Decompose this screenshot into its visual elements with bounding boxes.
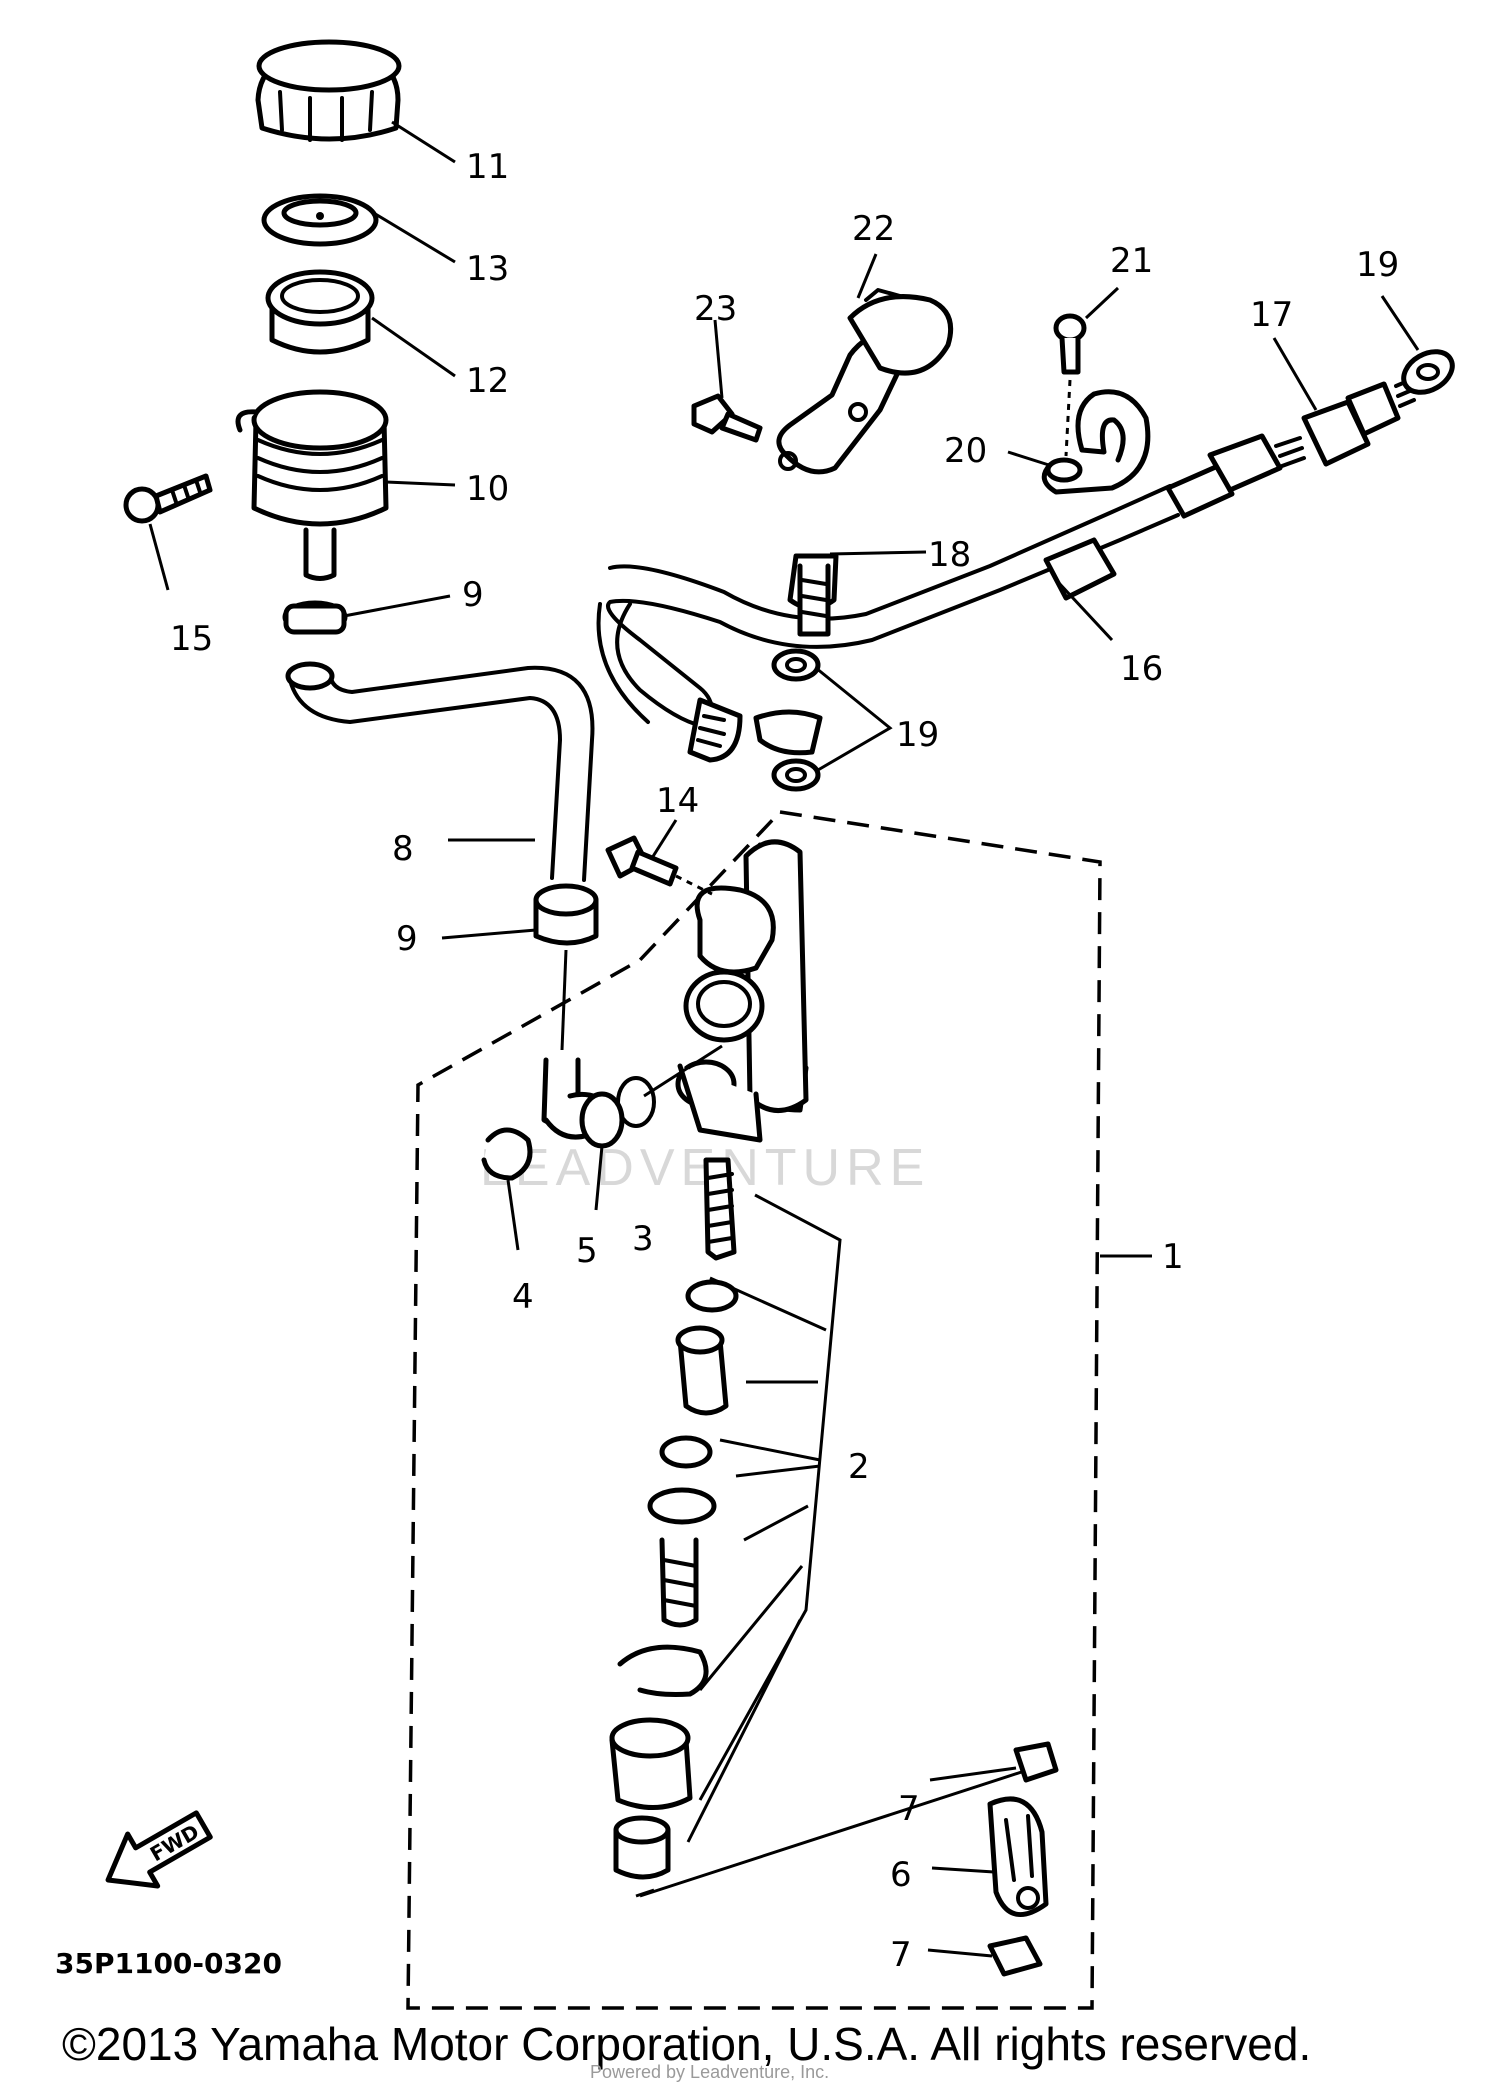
leader-lines (148, 120, 1420, 1958)
locknut-lower (987, 1935, 1043, 1977)
callout-6: 6 (890, 1855, 912, 1895)
callout-5: 5 (576, 1231, 598, 1271)
callout-13: 13 (466, 249, 509, 289)
mounting-bolt (605, 835, 713, 896)
callout-19b: 19 (896, 715, 939, 755)
callout-17: 17 (1250, 295, 1293, 335)
hose-clamp-lower (533, 883, 599, 946)
callout-2: 2 (848, 1447, 870, 1487)
callout-8: 8 (392, 829, 414, 869)
reservoir-tank (235, 389, 389, 581)
brake-hose (596, 433, 1306, 763)
hose-guide-screw (1053, 313, 1087, 457)
callout-3: 3 (632, 1219, 654, 1259)
master-cylinder-bracket (776, 288, 954, 475)
callout-1: 1 (1162, 1237, 1184, 1277)
callout-21: 21 (1110, 241, 1153, 281)
piston-kit (609, 1157, 739, 1880)
watermark-text: LEADVENTURE (480, 1139, 930, 1197)
hose-joint-elbow (541, 1057, 625, 1149)
locknut-upper (1013, 1741, 1059, 1783)
reservoir-cap (255, 39, 402, 142)
diaphragm (265, 269, 375, 355)
callout-15: 15 (170, 619, 213, 659)
hose-clamp-upper (282, 600, 348, 635)
callout-7b: 7 (890, 1935, 912, 1975)
leader-bracket-2 (635, 1193, 1041, 1898)
callout-9a: 9 (462, 575, 484, 615)
callout-9b: 9 (396, 919, 418, 959)
callout-10: 10 (466, 469, 509, 509)
reservoir-hose (288, 665, 595, 882)
assembly-boundary (406, 810, 1102, 2010)
callout-12: 12 (466, 361, 509, 401)
clevis (987, 1796, 1049, 1917)
reservoir-bolt (123, 473, 213, 524)
callout-14: 14 (656, 781, 699, 821)
hose-end-icon (285, 661, 335, 691)
bracket-bolt (691, 393, 763, 443)
circlip (481, 1127, 533, 1181)
callout-23: 23 (694, 289, 737, 329)
copper-washer-upper (1401, 349, 1455, 395)
banjo-bolt (787, 553, 839, 637)
callout-16: 16 (1120, 649, 1163, 689)
diaphragm-plate (261, 193, 379, 247)
callout-4: 4 (512, 1277, 534, 1317)
callout-20: 20 (944, 431, 987, 471)
master-cylinder-body (675, 839, 809, 1143)
hose-guide (1041, 389, 1151, 495)
callout-19a: 19 (1356, 245, 1399, 285)
part-code: 35P1100-0320 (55, 1947, 282, 1980)
callout-7a: 7 (898, 1789, 920, 1829)
brake-union (1301, 378, 1416, 467)
callout-22: 22 (852, 209, 895, 249)
watermark-small: Powered by Leadventure, Inc. (590, 2062, 829, 2082)
copper-washers-banjo (771, 648, 821, 792)
callout-11: 11 (466, 147, 509, 187)
callout-18: 18 (928, 535, 971, 575)
forward-arrow-icon: FWD (105, 1810, 213, 1889)
copyright-notice: ©2013 Yamaha Motor Corporation, U.S.A. A… (62, 2018, 1311, 2070)
